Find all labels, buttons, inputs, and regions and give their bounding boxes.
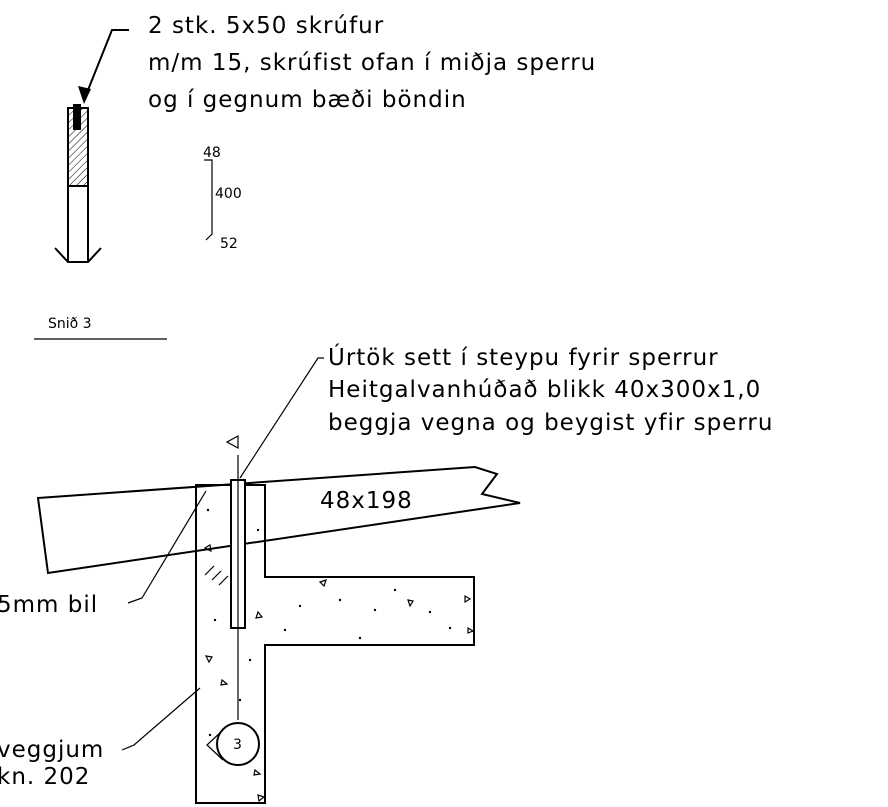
wall-and-slab — [195, 484, 475, 804]
rebar-marker — [206, 722, 260, 766]
note-right-leader — [239, 357, 324, 479]
wall-leader — [121, 687, 201, 751]
gap-leader — [127, 490, 207, 604]
screw-detail — [54, 29, 129, 263]
rafter-label: 48x198 — [320, 488, 413, 514]
dimension-marker — [204, 159, 213, 241]
note-top-line2: m/m 15, skrúfist ofan í miðja sperru — [148, 50, 596, 76]
note-top-line3: og í gegnum bæði böndin — [148, 87, 467, 113]
section-label: Snið 3 — [48, 316, 92, 332]
dim-top: 48 — [203, 145, 221, 161]
note-right-line3: beggja vegna og beygist yfir sperru — [328, 410, 773, 436]
dim-mid: 400 — [215, 186, 242, 202]
rebar-marker-number: 3 — [233, 737, 242, 753]
rafter — [36, 434, 521, 630]
note-top-line1: 2 stk. 5x50 skrúfur — [148, 13, 384, 39]
wall-label-line1: veggjum — [0, 737, 104, 763]
gap-label: 5mm bil — [0, 592, 98, 618]
note-right-line1: Úrtök sett í steypu fyrir sperrur — [328, 343, 719, 371]
wall-label-line2: kn. 202 — [0, 764, 90, 790]
dim-bottom: 52 — [220, 236, 238, 252]
note-right-line2: Heitgalvanhúðað blikk 40x300x1,0 — [328, 377, 761, 403]
